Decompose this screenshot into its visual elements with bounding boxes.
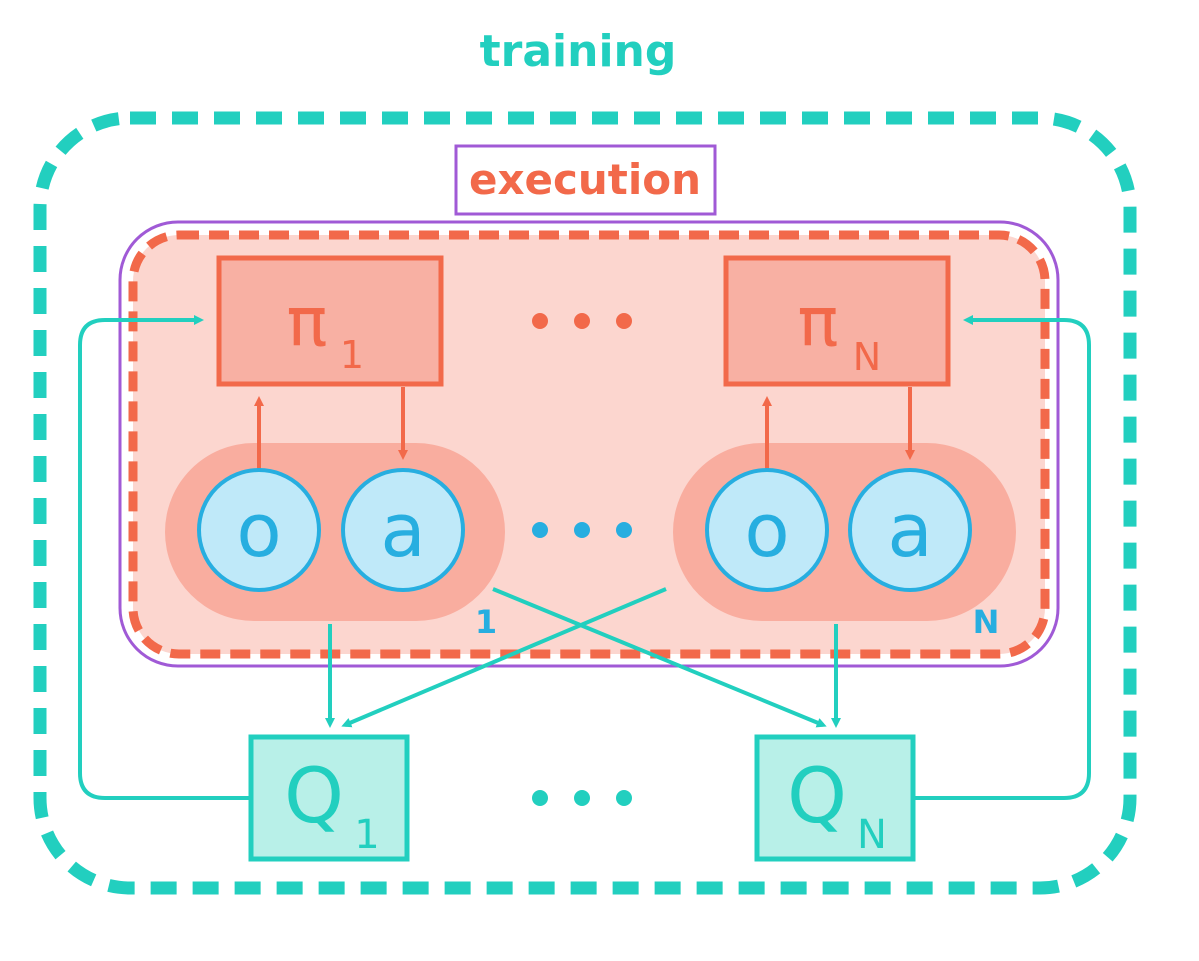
agent-ellipsis	[532, 522, 632, 538]
agent-n-action: a	[848, 468, 972, 592]
critic-1-symbol: Q	[284, 751, 344, 840]
critic-ellipsis	[532, 790, 632, 806]
policy-1-subscript: 1	[340, 333, 364, 377]
execution-label: execution	[469, 155, 701, 204]
training-label: training	[480, 26, 677, 77]
policy-1-symbol: π	[287, 283, 328, 362]
agent-n-index: N	[973, 603, 1000, 641]
critic-n-to-policy-n-feedback-arrow	[913, 315, 1091, 800]
observation-1-label: o	[236, 488, 281, 574]
policy-n-box	[723, 255, 951, 387]
critic-1-subscript: 1	[354, 812, 379, 858]
policy-ellipsis	[532, 313, 632, 329]
agent-1-observation: o	[197, 468, 321, 592]
training-boundary	[33, 111, 1137, 895]
policy-1-box	[216, 255, 444, 387]
observation-n-label: o	[744, 488, 789, 574]
critic-1-to-policy-1-feedback-arrow	[78, 315, 251, 800]
agent-1-index: 1	[475, 603, 497, 641]
agent-1-to-critic-n-arrow	[492, 587, 827, 728]
action-n-label: a	[887, 488, 932, 574]
critic-n-box	[754, 734, 916, 862]
policy-n-subscript: N	[853, 335, 881, 379]
critic-1-box	[248, 734, 410, 862]
agent-n-to-critic-1-arrow	[341, 587, 667, 728]
policy-n-symbol: π	[798, 283, 839, 362]
action-1-label: a	[380, 488, 425, 574]
critic-n-subscript: N	[857, 812, 887, 858]
execution-label-box	[454, 144, 717, 216]
critic-n-symbol: Q	[787, 751, 847, 840]
agent-1-action: a	[341, 468, 465, 592]
agent-n-observation: o	[705, 468, 829, 592]
